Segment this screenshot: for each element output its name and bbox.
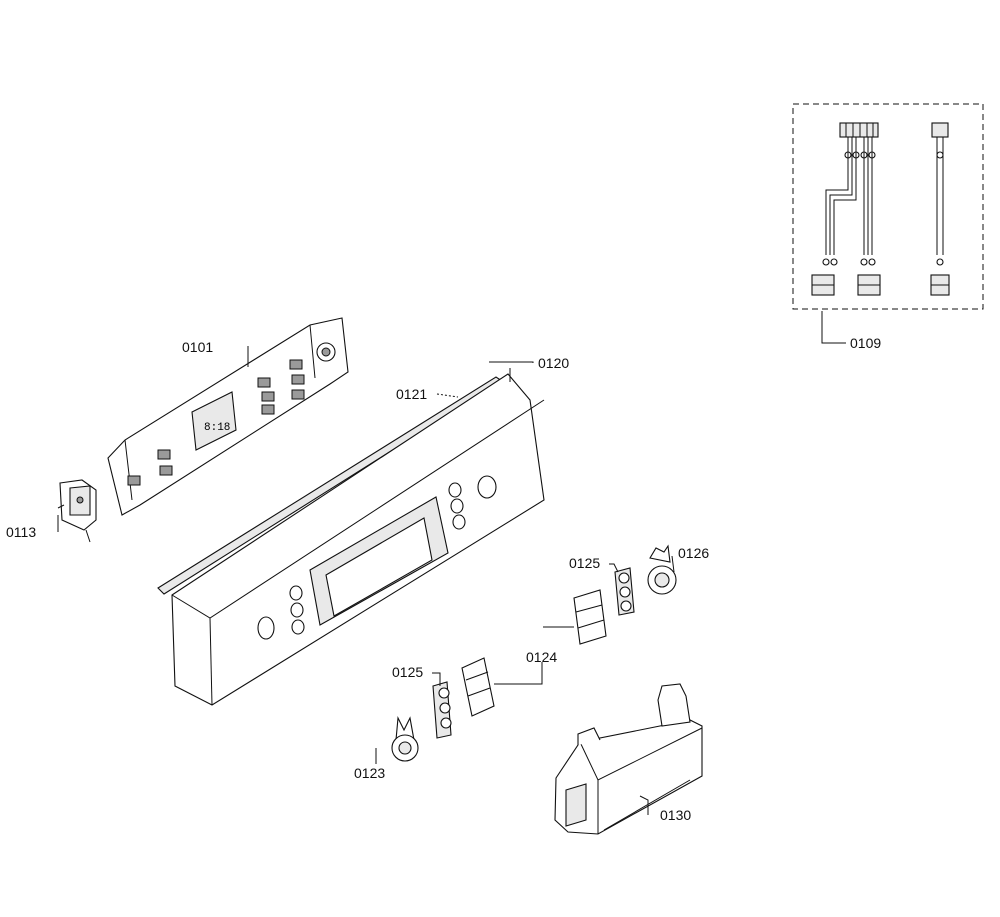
part-labels: 0109 0101 0120 0121 0113 0125 0126 0124 … <box>6 335 881 823</box>
label-0101: 0101 <box>182 339 213 355</box>
label-0125-lower: 0125 <box>392 664 423 680</box>
knob-0126 <box>647 544 677 595</box>
label-0113: 0113 <box>6 524 36 540</box>
display-readout: 8:18 <box>204 422 230 434</box>
leader-lines <box>57 311 846 815</box>
button-strip-0124-upper <box>573 589 607 645</box>
label-0124: 0124 <box>526 649 557 665</box>
label-0120: 0120 <box>538 355 569 371</box>
label-0130: 0130 <box>660 807 691 823</box>
label-0125-upper: 0125 <box>569 555 600 571</box>
control-module-0101: 8:18 <box>107 317 349 516</box>
knob-0123 <box>391 716 419 762</box>
label-0126: 0126 <box>678 545 709 561</box>
wire-harness-0109 <box>792 103 984 310</box>
label-0123: 0123 <box>354 765 385 781</box>
label-0121: 0121 <box>396 386 427 402</box>
button-strip-0124-lower <box>461 657 495 717</box>
label-0109: 0109 <box>850 335 881 351</box>
bracket-0113 <box>59 479 97 543</box>
fascia-panel-0120 <box>171 373 545 706</box>
button-set-0125-lower <box>432 681 452 739</box>
housing-0130 <box>554 683 703 835</box>
button-set-0125-upper <box>614 567 635 616</box>
